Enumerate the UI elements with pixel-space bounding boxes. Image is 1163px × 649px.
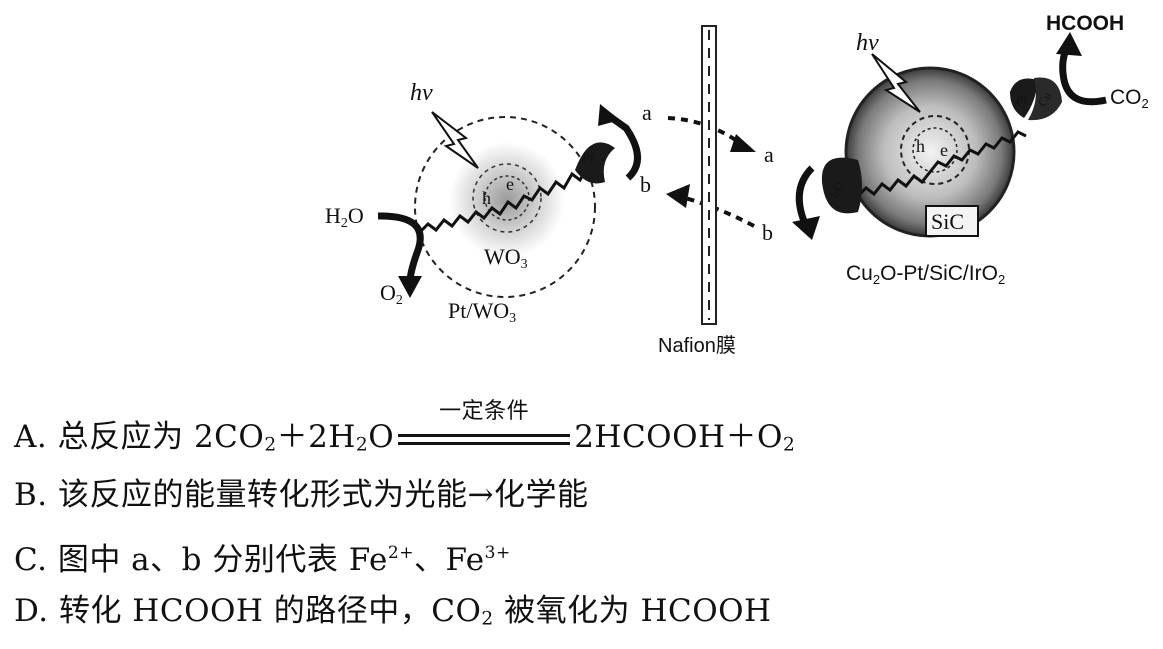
left-pt-cap (575, 142, 615, 184)
option-a-after: 2HCOOH＋O (574, 419, 783, 455)
left-caption: Pt/WO3 (448, 298, 516, 326)
b-left-label: b (640, 172, 651, 197)
option-a-mid2: O (368, 419, 395, 455)
left-wo3-inner-label: WO3 (484, 244, 528, 272)
o2-label: O2 (380, 280, 403, 308)
a-right-label: a (764, 142, 774, 167)
option-a-mid1: ＋2H (276, 419, 356, 455)
option-d-after: 被氧化为 HCOOH (493, 593, 772, 629)
cu2o-cap (1028, 77, 1062, 121)
iro2-cap-label: IrO (827, 179, 846, 200)
h2o-label: H2O (325, 203, 364, 231)
sic-box-label: SiC (931, 209, 964, 234)
hcooh-label: HCOOH (1046, 12, 1124, 35)
left-pt-label: Pt (581, 150, 594, 165)
iro2-curve-head (792, 216, 820, 240)
o2-arrowhead (398, 276, 422, 298)
option-c[interactable]: C. 图中 a、b 分别代表 Fe2+、Fe3+ (14, 524, 1154, 582)
right-zigzag-line (856, 130, 1027, 198)
option-d-sub: 2 (481, 608, 494, 630)
iro2-cap (821, 157, 862, 214)
right-pt-cap (1010, 78, 1038, 118)
b-right-label: b (762, 220, 773, 245)
option-a-sub3: 2 (782, 434, 796, 456)
left-zigzag-line (418, 165, 590, 234)
a-left-label: a (642, 100, 652, 125)
co2-label: CO2 (1110, 86, 1149, 111)
left-inner-ring-1 (472, 163, 542, 233)
option-a-prefix: A. 总反应为 2CO (14, 419, 265, 455)
hcooh-arrowhead (1056, 32, 1082, 56)
right-pt-label: Pt (1015, 93, 1027, 107)
left-e-label: e (506, 174, 514, 194)
left-hv-label: hv (410, 80, 433, 106)
left-pt-curve-head (598, 104, 620, 126)
nafion-label: Nafion膜 (658, 334, 736, 357)
right-hv-label: hv (856, 30, 879, 56)
co2-to-hcooh-arrow (1059, 44, 1107, 106)
a-dashed-arrowhead (730, 134, 756, 152)
right-caption: Cu2O-Pt/SiC/IrO2 (846, 262, 1005, 287)
wo3-particle (449, 142, 565, 258)
option-c-mid: 、Fe (413, 541, 485, 578)
right-inner-ring-2 (912, 127, 958, 173)
left-outer-dashed-circle (414, 116, 596, 298)
b-dashed-arrowhead (666, 184, 690, 208)
option-c-sup1: 2+ (387, 543, 414, 563)
option-b[interactable]: B. 该反应的能量转化形式为光能→化学能 (14, 466, 1154, 524)
reaction-condition: 一定条件 (439, 398, 530, 424)
right-e-label: e (940, 140, 948, 160)
sic-box (925, 205, 979, 237)
middle-section: a b a b Nafion膜 (640, 25, 774, 357)
right-lightning-icon (871, 53, 921, 113)
option-a-sub1: 2 (264, 434, 277, 456)
option-c-sup2: 3+ (484, 543, 511, 563)
left-cell: Pt hv h e WO3 Pt/WO3 H2O O2 (325, 80, 641, 326)
option-c-prefix: C. 图中 a、b 分别代表 Fe (14, 541, 388, 578)
right-h-label: h (916, 136, 925, 156)
reaction-equals-sign: 一定条件 (398, 399, 571, 454)
iro2-curve-arrow (795, 165, 815, 228)
left-lightning-icon (431, 111, 479, 169)
option-d[interactable]: D. 转化 HCOOH 的路径中，CO2 被氧化为 HCOOH (14, 582, 1154, 640)
option-b-text: B. 该反应的能量转化形式为光能→化学能 (14, 477, 589, 513)
photocatalysis-diagram: Pt hv h e WO3 Pt/WO3 H2O O2 a b a b Nafi… (325, 12, 1149, 357)
cu2o-cap-label: Cu (1035, 90, 1054, 109)
left-h-label: h (482, 188, 491, 208)
right-cell: hv h e SiC IrO Pt Cu HCOOH CO2 Cu2O-Pt/S… (792, 12, 1149, 287)
h2o-to-o2-arrow (377, 212, 424, 283)
option-a-sub2: 2 (355, 434, 369, 456)
option-d-prefix: D. 转化 HCOOH 的路径中，CO (14, 593, 482, 629)
